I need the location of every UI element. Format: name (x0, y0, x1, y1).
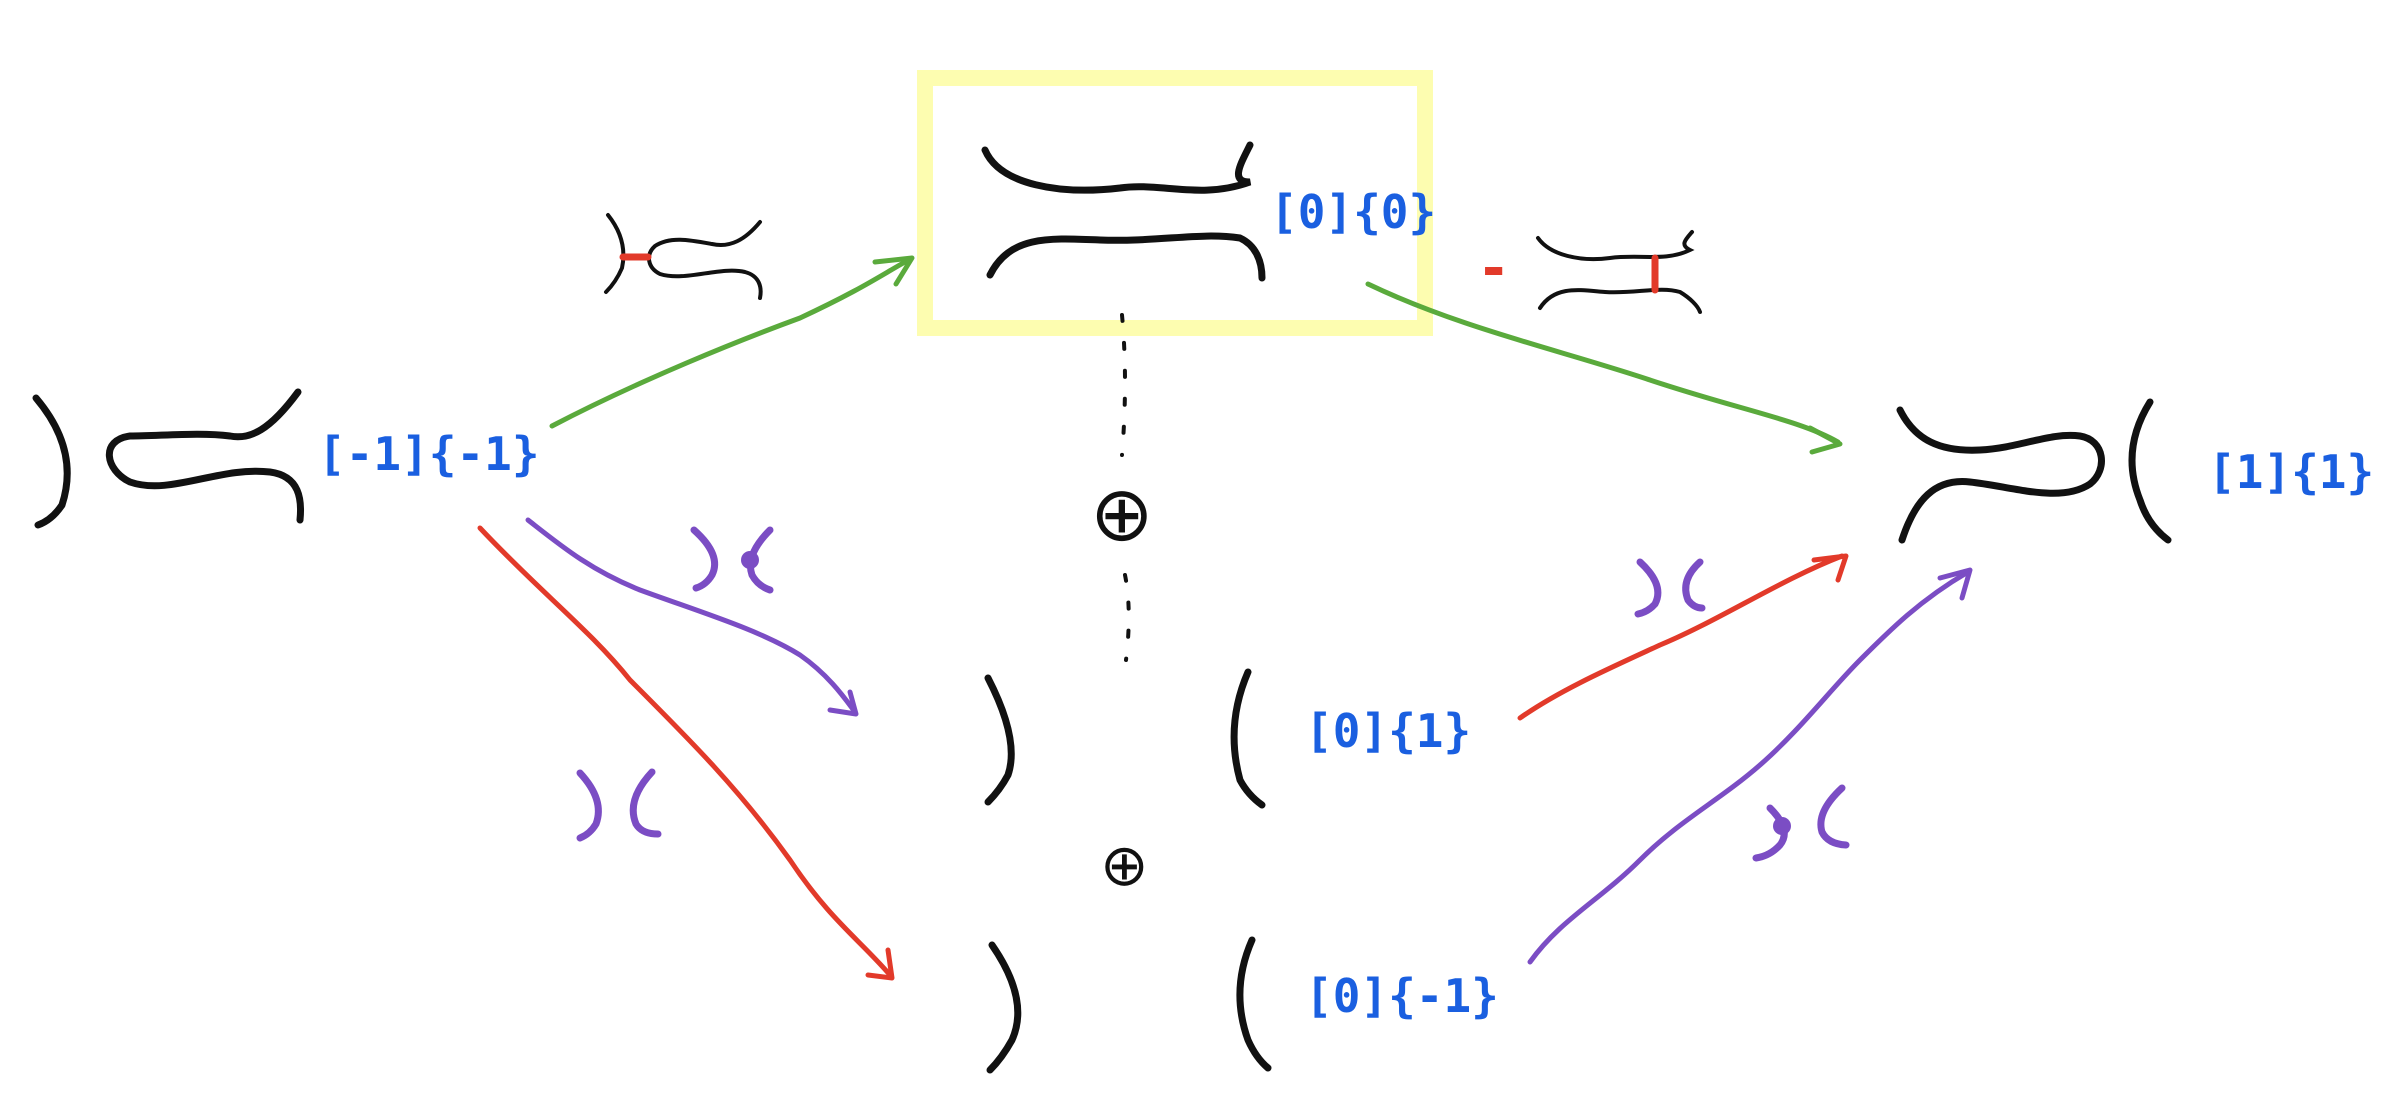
saddle-pictogram-left (604, 213, 763, 300)
right-arc (2128, 398, 2172, 544)
top-resolution (981, 141, 1266, 282)
dotted-connector-lower (1123, 573, 1131, 662)
dot-marker-upper-left (741, 551, 759, 569)
arc-pictogram-lower-left (576, 768, 662, 842)
arrow-left-to-mid-lower (477, 525, 895, 981)
saddle-pictogram-right (1536, 230, 1702, 314)
right-resolution (1896, 398, 2172, 544)
dot-arc-pictogram-upper-left (690, 526, 774, 594)
mid-upper-right-arc (1230, 668, 1266, 809)
direct-sum-lower: ⊕ (1100, 831, 1149, 899)
left-arc (32, 394, 71, 529)
top-lower-arc (986, 232, 1266, 282)
arc-pictogram-upper-right (1634, 558, 1706, 618)
label-left: [-1]{-1} (318, 427, 540, 481)
dot-arc-pictogram-lower-right (1752, 784, 1850, 862)
mid-upper-left-arc (984, 674, 1015, 806)
minus-sign: - (1482, 236, 1505, 301)
arrow-top-to-right (1365, 281, 1843, 455)
mid-lower-right-arc (1236, 936, 1272, 1072)
top-upper-arc (981, 141, 1254, 194)
arrow-left-to-mid-upper (525, 517, 859, 717)
arrow-mid-lower-to-right (1527, 567, 1973, 965)
left-resolution (32, 388, 304, 529)
right-cap-shape (1896, 406, 2105, 544)
label-right: [1]{1} (2208, 445, 2374, 499)
highlight-box (917, 70, 1433, 336)
label-top: [0]{0} (1270, 185, 1436, 239)
arrow-mid-upper-to-right (1517, 553, 1849, 721)
arrow-left-to-top (549, 255, 915, 429)
dot-marker-lower-right (1773, 817, 1791, 835)
mid-lower-left-arc (986, 941, 1022, 1074)
mid-upper-resolution (984, 668, 1266, 809)
label-mid-upper: [0]{1} (1305, 704, 1471, 758)
direct-sum-upper: ⊕ (1090, 469, 1154, 558)
mid-lower-resolution (986, 936, 1272, 1074)
left-cap-shape (105, 388, 304, 524)
label-mid-lower: [0]{-1} (1305, 969, 1499, 1023)
